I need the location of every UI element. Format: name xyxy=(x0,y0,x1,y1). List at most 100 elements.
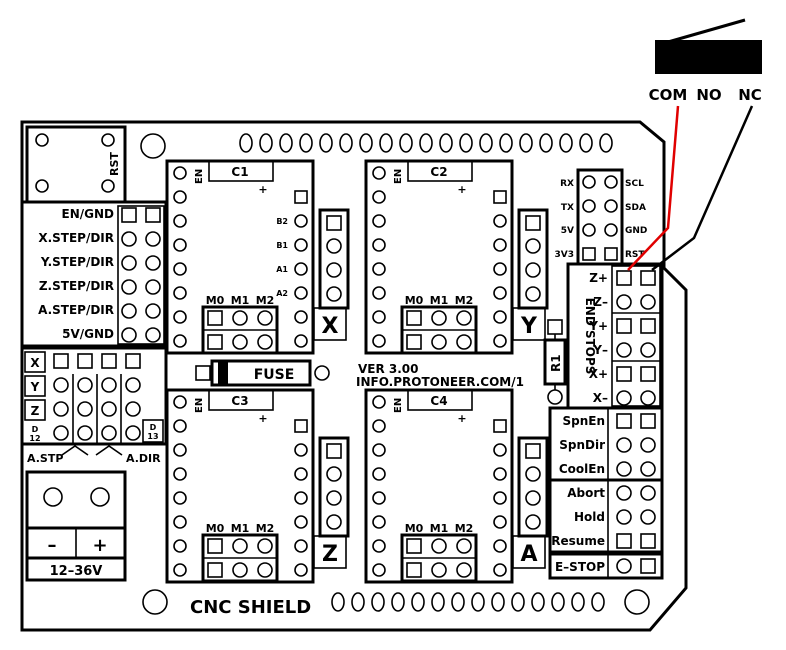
pin-gnd: GND xyxy=(625,226,647,236)
mounting-hole xyxy=(140,133,166,159)
driver-c4: C4 EN + M0 M1 M2 A xyxy=(364,388,549,584)
control-abort: Abort xyxy=(567,486,605,500)
header-label-y: Y.STEP/DIR xyxy=(40,255,114,269)
mounting-hole xyxy=(142,589,168,615)
clone-z-label: Z xyxy=(31,404,40,418)
mounting-hole xyxy=(624,589,650,615)
fuse: FUSE xyxy=(195,359,330,387)
d12-label-b: 12 xyxy=(29,434,40,443)
en-c1: EN xyxy=(194,169,205,184)
d13-label-a: D xyxy=(150,423,157,432)
driver-c1: C1 EN + B2 B1 A1 A2 M0 M1 M2 xyxy=(165,159,350,355)
m1-c4: M1 xyxy=(430,522,449,535)
power-voltage: 12–36V xyxy=(50,564,103,579)
url-label: INFO.PROTONEER.COM/1 xyxy=(356,375,524,389)
m1-c2: M1 xyxy=(430,294,449,307)
board-outline xyxy=(20,120,688,632)
m2-c1: M2 xyxy=(256,294,275,307)
pin-tx: TX xyxy=(561,203,574,213)
header-label-5v: 5V/GND xyxy=(62,327,114,341)
plus-c4: + xyxy=(457,412,466,425)
endstop-z-minus: Z– xyxy=(593,295,608,309)
fuse-label: FUSE xyxy=(254,367,295,383)
coil-b1: B1 xyxy=(276,241,288,250)
endstop-y-plus: Y+ xyxy=(588,319,608,333)
com-wire xyxy=(627,105,680,271)
header-label-a: A.STEP/DIR xyxy=(38,303,114,317)
pin-5v: 5V xyxy=(561,226,574,236)
coil-b2: B2 xyxy=(276,217,288,226)
version-label: VER 3.00 xyxy=(358,362,419,376)
driver-c3: C3 EN + M0 M1 M2 Z xyxy=(165,388,350,584)
m0-c2: M0 xyxy=(405,294,424,307)
coolant-enable: CoolEn xyxy=(559,462,605,476)
clone-y-label: Y xyxy=(30,380,40,394)
a-dir-label: A.DIR xyxy=(126,452,161,465)
header-label-x: X.STEP/DIR xyxy=(38,231,114,245)
axis-clone-header: X Y Z D 12 D 13 A.STP A.DIR xyxy=(20,346,168,465)
endstop-y-minus: Y– xyxy=(592,343,608,357)
end-stops-header: END STOPS Z+ Z– Y+ Y– X+ X– xyxy=(566,262,664,410)
pin-scl: SCL xyxy=(625,179,644,189)
m0-c1: M0 xyxy=(206,294,225,307)
m1-c3: M1 xyxy=(231,522,250,535)
power-terminal: – + 12–36V xyxy=(25,470,127,582)
end-stops-title: END STOPS xyxy=(583,298,597,375)
reset-label: RST xyxy=(108,152,121,176)
board-title: CNC SHIELD xyxy=(190,597,311,618)
m1-c1: M1 xyxy=(231,294,250,307)
en-c4: EN xyxy=(393,398,404,413)
cap-c4: C4 xyxy=(430,394,447,408)
estop-label: E–STOP xyxy=(555,560,605,574)
m2-c2: M2 xyxy=(455,294,474,307)
top-header-ovals xyxy=(239,133,613,153)
m0-c4: M0 xyxy=(405,522,424,535)
power-plus: + xyxy=(92,535,107,556)
spindle-enable: SpnEn xyxy=(562,414,605,428)
clone-x-label: X xyxy=(30,356,40,370)
pin-3v3: 3V3 xyxy=(555,250,575,260)
plus-c2: + xyxy=(457,183,466,196)
control-header: Abort Hold Resume xyxy=(548,478,664,554)
limit-switch: COM NO NC xyxy=(649,18,762,104)
spindle-header: SpnEn SpnDir CoolEn xyxy=(548,406,664,482)
header-label-z: Z.STEP/DIR xyxy=(39,279,114,293)
coil-a1: A1 xyxy=(276,265,288,274)
control-hold: Hold xyxy=(574,510,605,524)
pin-sda: SDA xyxy=(625,203,646,213)
cap-c3: C3 xyxy=(231,394,248,408)
driver-c2: C2 EN + M0 M1 M2 Y xyxy=(364,159,549,355)
pin-rst: RST xyxy=(625,250,645,260)
switch-nc: NC xyxy=(738,86,762,104)
m2-c3: M2 xyxy=(256,522,275,535)
en-c2: EN xyxy=(393,169,404,184)
power-minus: – xyxy=(48,535,57,556)
control-resume: Resume xyxy=(551,534,605,548)
resistor-r1: R1 xyxy=(543,319,567,405)
header-label-en-gnd: EN/GND xyxy=(62,207,115,221)
reset-button: RST xyxy=(25,125,127,204)
m0-c3: M0 xyxy=(206,522,225,535)
endstop-x-minus: X– xyxy=(593,391,608,405)
coil-a2: A2 xyxy=(276,289,288,298)
endstop-x-plus: X+ xyxy=(589,367,608,381)
a-stp-label: A.STP xyxy=(27,452,63,465)
plus-c3: + xyxy=(258,412,267,425)
axis-z: Z xyxy=(322,542,338,567)
estop-header: E–STOP xyxy=(548,552,664,580)
en-c3: EN xyxy=(194,398,205,413)
i2c-header: RX TX 5V 3V3 SCL SDA GND RST xyxy=(555,168,647,266)
pin-rx: RX xyxy=(560,179,574,189)
nc-wire xyxy=(651,105,754,271)
bottom-header-ovals xyxy=(331,592,605,612)
switch-no: NO xyxy=(696,86,721,104)
plus-c1: + xyxy=(258,183,267,196)
resistor-label: R1 xyxy=(549,354,563,372)
left-header: EN/GND X.STEP/DIR Y.STEP/DIR Z.STEP/DIR … xyxy=(20,200,168,348)
d13-label-b: 13 xyxy=(147,432,158,441)
axis-x: X xyxy=(322,314,339,339)
d12-label-a: D xyxy=(32,425,39,434)
cap-c1: C1 xyxy=(231,165,248,179)
spindle-dir: SpnDir xyxy=(559,438,605,452)
